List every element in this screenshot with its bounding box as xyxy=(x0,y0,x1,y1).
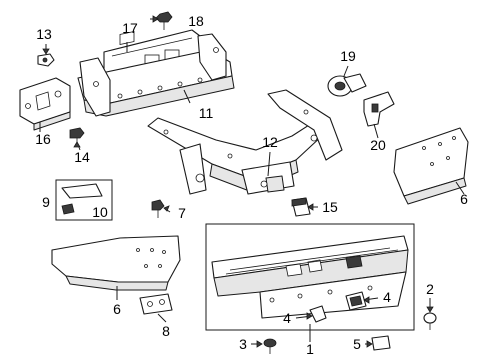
part-15-connector xyxy=(291,197,311,217)
part-1-step-bumper xyxy=(211,235,409,319)
part-6-bumper-end-right xyxy=(393,127,469,205)
callout-14: 14 xyxy=(74,149,90,165)
callout-5: 5 xyxy=(353,336,361,352)
part-10-clip xyxy=(61,203,75,215)
callout-7: 7 xyxy=(178,205,186,221)
part-9-group-frame xyxy=(55,179,113,221)
part-5-cap xyxy=(371,335,391,351)
part-3-bolt xyxy=(263,338,277,354)
part-7-bolt xyxy=(151,199,165,218)
callout-3: 3 xyxy=(239,336,247,352)
part-9-pad xyxy=(61,183,103,199)
callout-11: 11 xyxy=(199,105,214,121)
callout-labels: 13 17 18 19 11 16 12 20 14 6 9 15 10 7 6… xyxy=(35,13,468,357)
callout-2: 2 xyxy=(426,281,434,297)
part-12-hitch-frame xyxy=(147,89,343,195)
callout-19: 19 xyxy=(340,48,356,64)
part-4-clip-left xyxy=(309,305,327,323)
part-8-bracket xyxy=(139,293,173,315)
callout-9: 9 xyxy=(42,194,50,210)
part-18-bolt xyxy=(155,11,173,30)
callout-16: 16 xyxy=(35,131,51,147)
callout-20: 20 xyxy=(370,137,386,153)
callout-15: 15 xyxy=(322,199,338,215)
callout-12: 12 xyxy=(262,134,278,150)
part-13-nut xyxy=(37,53,55,67)
leader-arrowheads xyxy=(42,15,434,348)
callout-4-left: 4 xyxy=(283,310,291,326)
callout-17: 17 xyxy=(122,20,138,36)
part-2-bolt xyxy=(423,312,437,330)
callout-8: 8 xyxy=(162,323,170,339)
callout-18: 18 xyxy=(188,13,204,29)
callout-6-left: 6 xyxy=(113,301,121,317)
callout-10: 10 xyxy=(92,204,108,220)
part-16-side-bracket xyxy=(19,77,71,131)
callout-6-right: 6 xyxy=(460,191,468,207)
callout-1: 1 xyxy=(306,341,314,357)
part-4-clip-right xyxy=(345,291,367,311)
part-19-sensor xyxy=(327,73,367,97)
part-11-cross-member xyxy=(77,33,235,117)
part-20-sensor-bracket xyxy=(363,91,395,127)
callout-13: 13 xyxy=(36,26,52,42)
part-6-bumper-end-left xyxy=(51,235,181,291)
callout-4-right: 4 xyxy=(383,289,391,305)
